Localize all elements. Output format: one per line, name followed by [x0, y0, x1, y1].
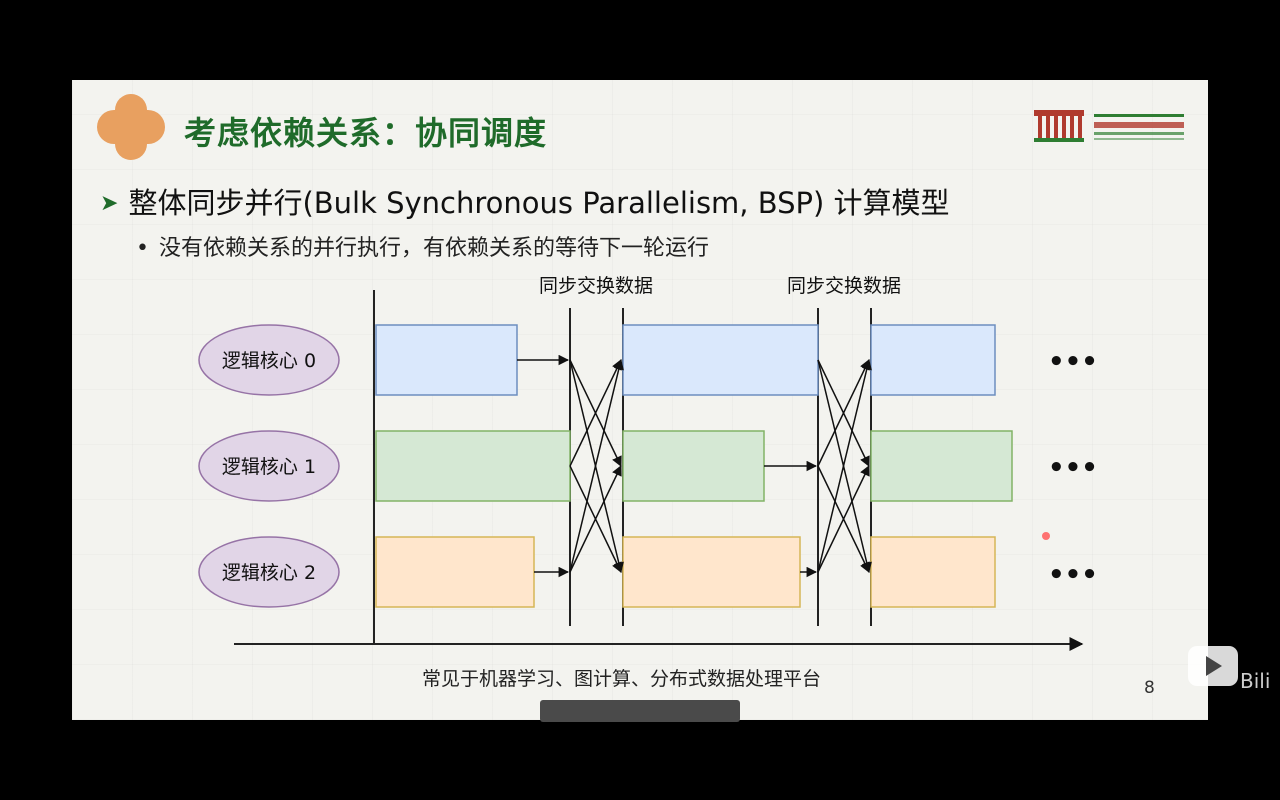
ellipsis-c2: •••: [1048, 560, 1098, 590]
ellipsis-c0: •••: [1048, 347, 1098, 377]
task-block-c2-s2: [622, 536, 801, 608]
sync-label-2: 同步交换数据: [787, 275, 901, 297]
core-label-2: 逻辑核心 2: [222, 562, 316, 584]
diagram-caption: 常见于机器学习、图计算、分布式数据处理平台: [422, 668, 822, 690]
svg-text:Bili: Bili: [1240, 669, 1270, 693]
core-label-1: 逻辑核心 1: [222, 456, 316, 478]
core-ellipse-1: [198, 430, 340, 502]
core-label-0: 逻辑核心 0: [222, 350, 316, 372]
watermark-pattern: [72, 80, 1208, 720]
page-number: 8: [1144, 678, 1155, 698]
exchange-arrows-1: [569, 358, 624, 574]
quatrefoil-badge-icon: [97, 94, 165, 160]
task-block-c1-s1: [375, 430, 571, 502]
player-progress-bar[interactable]: [540, 700, 740, 722]
core-ellipse-0: [198, 324, 340, 396]
task-block-c2-s3: [870, 536, 996, 608]
exchange-arrows-2: [817, 358, 872, 574]
bilibili-logo-icon[interactable]: Bili: [1182, 636, 1272, 696]
bullet-main: ➤ 整体同步并行(Bulk Synchronous Parallelism, BS…: [100, 180, 950, 222]
task-block-c2-s1: [375, 536, 535, 608]
bsp-diagram: 同步交换数据 同步交换数据 逻辑核心 0 逻辑核心 1 逻辑核心 2: [198, 275, 1098, 651]
bullet-main-text: 整体同步并行(Bulk Synchronous Parallelism, BSP…: [128, 186, 950, 220]
ellipsis-c1: •••: [1048, 453, 1098, 483]
task-block-c1-s3: [870, 430, 1013, 502]
task-block-c0-s3: [870, 324, 996, 396]
task-block-c1-s2: [622, 430, 765, 502]
slide: 考虑依赖关系：协同调度 ➤ 整体同步并行(Bulk Synchronous Par…: [72, 80, 1208, 720]
arrow-bullet-icon: ➤: [100, 191, 119, 216]
dot-bullet-icon: •: [136, 236, 149, 261]
task-block-c0-s1: [375, 324, 518, 396]
laser-pointer-dot: [1042, 532, 1050, 540]
task-block-c0-s2: [622, 324, 819, 396]
bullet-sub: • 没有依赖关系的并行执行，有依赖关系的等待下一轮运行: [136, 230, 709, 262]
sync-label-1: 同步交换数据: [539, 275, 653, 297]
bullet-sub-text: 没有依赖关系的并行执行，有依赖关系的等待下一轮运行: [158, 236, 709, 261]
slide-title: 考虑依赖关系：协同调度: [184, 114, 548, 152]
university-logo-icon: [1034, 110, 1184, 142]
core-ellipse-2: [198, 536, 340, 608]
